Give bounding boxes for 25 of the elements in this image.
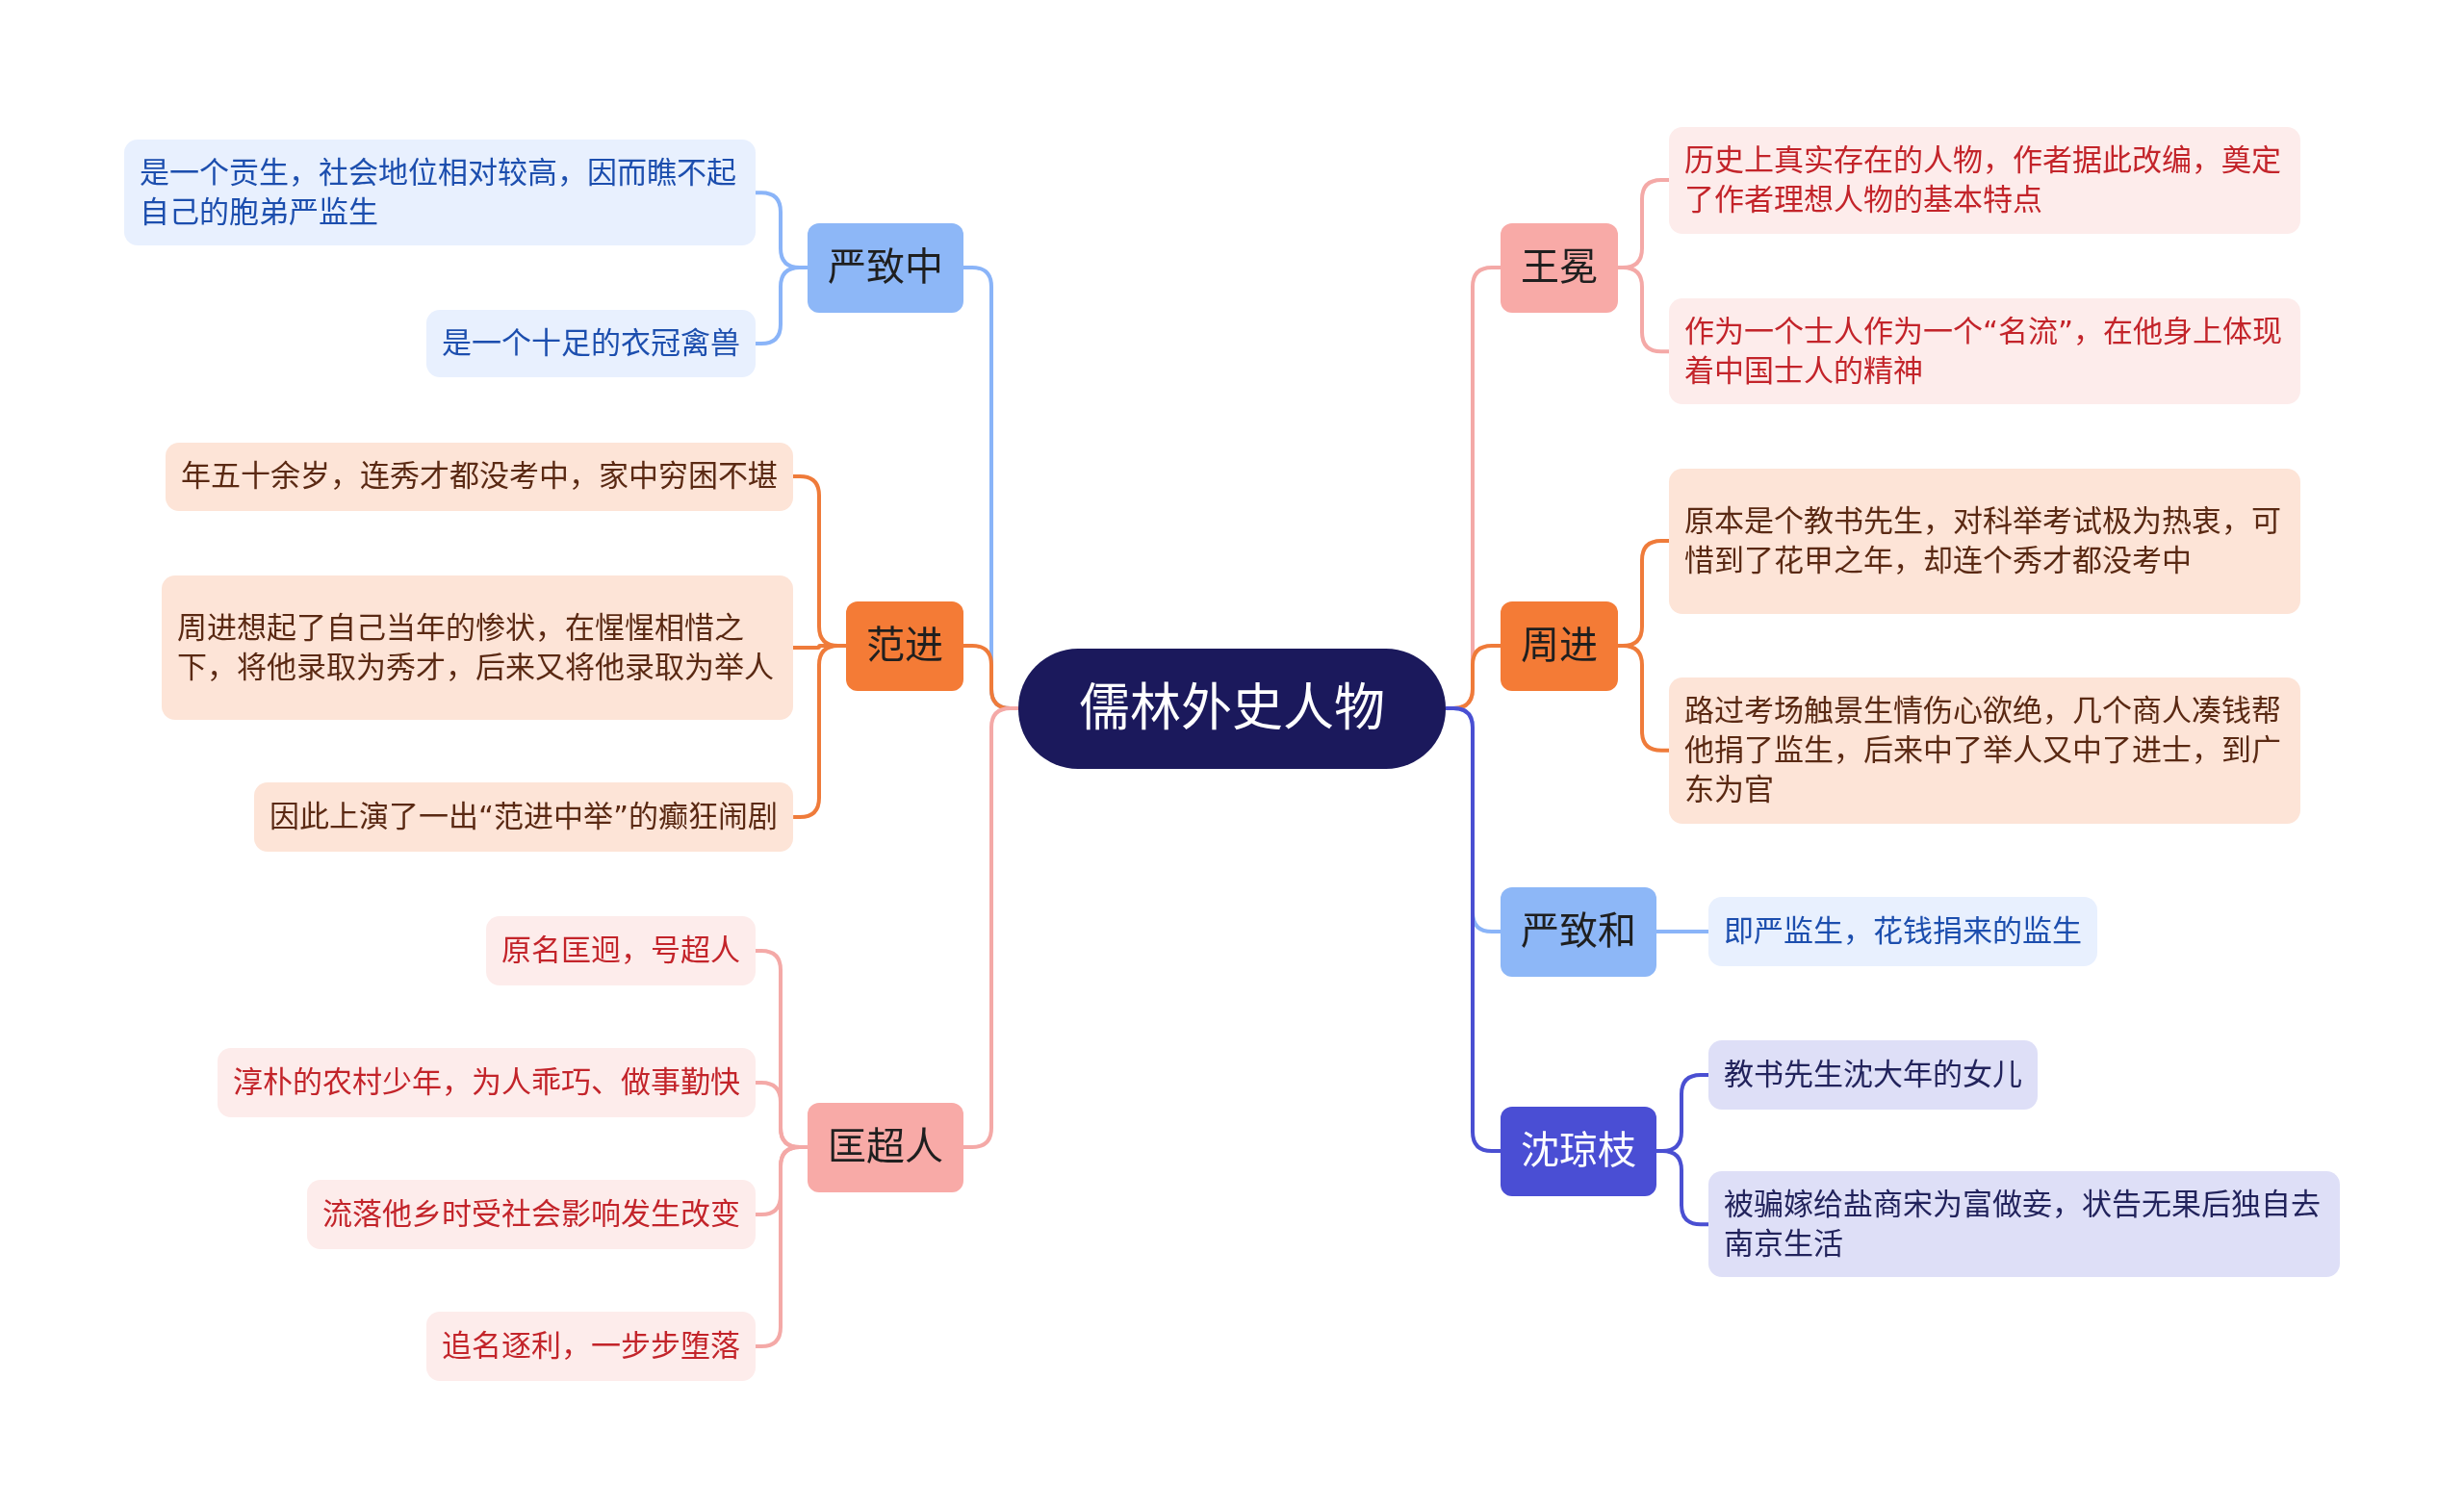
description-card: 被骗嫁给盐商宋为富做妾，状告无果后独自去南京生活 — [1708, 1171, 2340, 1278]
character-topic: 严致和 — [1501, 886, 1656, 977]
description-card: 追名逐利，一步步堕落 — [426, 1312, 756, 1381]
central-topic: 儒林外史人物 — [1018, 648, 1446, 769]
description-card: 教书先生沈大年的女儿 — [1708, 1040, 2038, 1110]
description-card: 原本是个教书先生，对科举考试极为热衷，可惜到了花甲之年，却连个秀才都没考中 — [1669, 468, 2300, 614]
description-card: 是一个十足的衣冠禽兽 — [426, 310, 756, 377]
description-card: 原名匡迥，号超人 — [486, 916, 756, 985]
character-topic: 严致中 — [808, 222, 963, 313]
character-topic: 王冕 — [1501, 222, 1618, 313]
character-topic: 周进 — [1501, 601, 1618, 691]
description-card: 周进想起了自己当年的惨状，在惺惺相惜之下，将他录取为秀才，后来又将他录取为举人 — [162, 575, 793, 720]
description-card: 是一个贡生，社会地位相对较高，因而瞧不起自己的胞弟严监生 — [124, 140, 756, 246]
description-card: 路过考场触景生情伤心欲绝，几个商人凑钱帮他捐了监生，后来中了举人又中了进士，到广东为官 — [1669, 677, 2300, 824]
description-card: 即严监生，花钱捐来的监生 — [1708, 897, 2097, 966]
character-topic: 沈琼枝 — [1501, 1106, 1656, 1196]
description-card: 年五十余岁，连秀才都没考中，家中穷困不堪 — [166, 442, 793, 511]
character-topic: 范进 — [846, 601, 963, 691]
description-card: 因此上演了一出“范进中举”的癫狂闹剧 — [254, 782, 794, 852]
description-card: 流落他乡时受社会影响发生改变 — [307, 1180, 756, 1249]
character-topic: 匡超人 — [808, 1102, 963, 1192]
description-card: 历史上真实存在的人物，作者据此改编，奠定了作者理想人物的基本特点 — [1669, 126, 2300, 234]
description-card: 作为一个士人作为一个“名流”，在他身上体现着中国士人的精神 — [1669, 298, 2300, 405]
description-card: 淳朴的农村少年，为人乖巧、做事勤快 — [218, 1048, 756, 1117]
connector-line — [1656, 930, 1708, 933]
